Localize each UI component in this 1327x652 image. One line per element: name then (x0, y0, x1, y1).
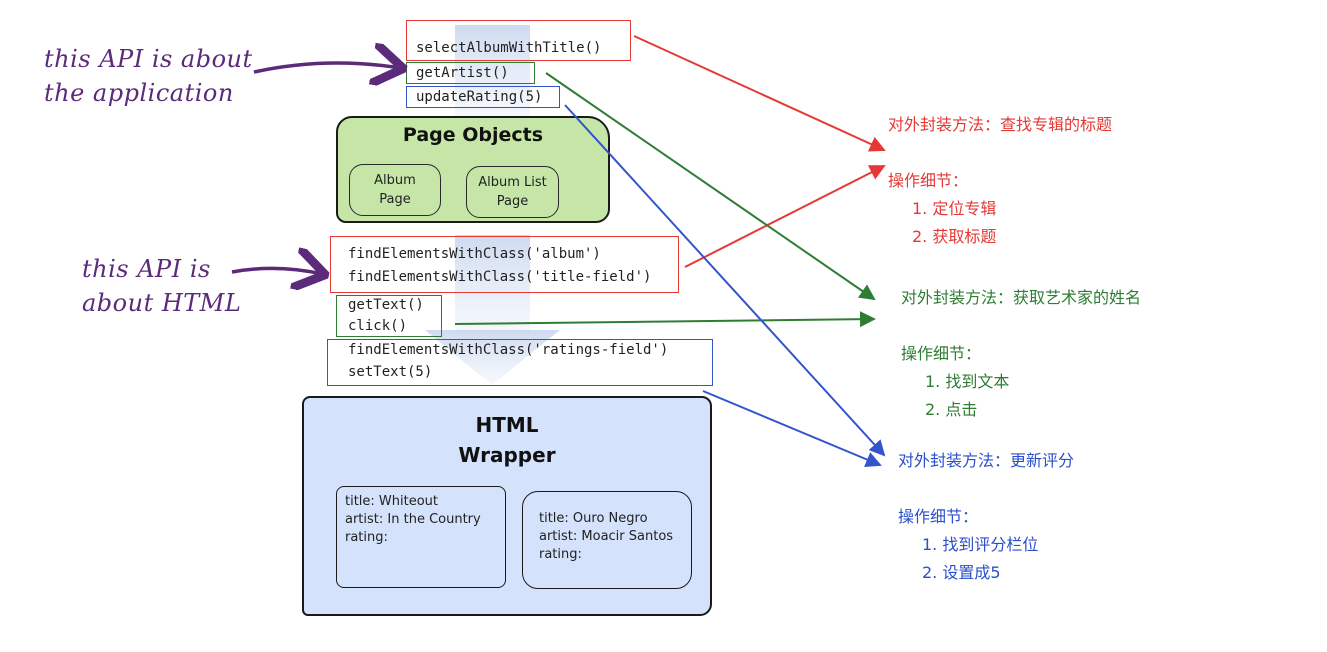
album-page-label: Page (379, 192, 411, 207)
detail-step: 1. 定位专辑 (912, 199, 997, 218)
html-wrapper-title-line: HTML (475, 413, 539, 437)
explanation-red-details: 操作细节： 1. 定位专辑 2. 获取标题 (888, 167, 996, 251)
arrow-red-app (633, 35, 886, 152)
arrow-red-html (684, 165, 886, 268)
record-title: title: Ouro Negro (539, 511, 648, 526)
record-rating: rating: (345, 530, 388, 545)
record-artist: artist: In the Country (345, 512, 481, 527)
annotation-line: this API is about (44, 45, 253, 73)
find-album-method: findElementsWithClass('album') (348, 246, 601, 262)
album-list-page-box: Album List Page (466, 166, 559, 218)
record-artist: artist: Moacir Santos (539, 529, 674, 544)
page-objects-box: Page Objects Album Page Album List Page (336, 116, 610, 223)
annotation-arrow (253, 63, 400, 72)
set-text-method: setText(5) (348, 364, 433, 380)
find-ratings-method: findElementsWithClass('ratings-field') (348, 342, 669, 358)
record-title: title: Whiteout (345, 494, 439, 509)
ratings-box: findElementsWithClass('ratings-field') s… (327, 339, 713, 386)
html-api-annotation: this API is about HTML (82, 252, 241, 320)
update-rating-method: updateRating(5) (416, 89, 543, 105)
html-wrapper-box: HTML Wrapper title: Whiteout artist: In … (302, 396, 712, 616)
annotation-line: this API is (82, 255, 211, 283)
click-method: click() (348, 318, 408, 334)
select-album-method: selectAlbumWithTitle() (416, 40, 602, 56)
get-text-click-box: getText() click() (336, 295, 442, 337)
annotation-arrow (231, 268, 322, 274)
html-wrapper-title-line: Wrapper (458, 443, 556, 467)
find-title-method: findElementsWithClass('title-field') (348, 269, 652, 285)
explanation-green-details: 操作细节： 1. 找到文本 2. 点击 (901, 340, 1009, 424)
explanation-red-method: 对外封装方法：查找专辑的标题 (888, 115, 1113, 134)
details-label: 操作细节： (901, 344, 982, 363)
details-label: 操作细节： (898, 507, 979, 526)
annotation-line: about HTML (82, 289, 242, 317)
page-objects-title: Page Objects (402, 124, 544, 146)
record-card: title: Whiteout artist: In the Country r… (336, 486, 506, 588)
app-api-annotation: this API is about the application (44, 42, 253, 110)
record-card: title: Ouro Negro artist: Moacir Santos … (522, 491, 692, 589)
find-title-box: findElementsWithClass('album') findEleme… (330, 236, 679, 293)
details-label: 操作细节： (888, 171, 969, 190)
select-album-box: selectAlbumWithTitle() (406, 20, 631, 61)
get-artist-method: getArtist() (416, 65, 509, 81)
html-wrapper-title: HTML Wrapper (304, 410, 710, 470)
annotation-line: the application (44, 79, 234, 107)
detail-step: 1. 找到评分栏位 (922, 535, 1039, 554)
detail-step: 2. 设置成5 (922, 563, 1001, 582)
album-page-box: Album Page (349, 164, 441, 216)
get-artist-box: getArtist() (406, 62, 535, 84)
detail-step: 2. 点击 (925, 400, 978, 419)
arrow-green-html (454, 311, 876, 328)
album-page-label: Album (374, 173, 416, 188)
explanation-blue-method: 对外封装方法：更新评分 (898, 451, 1075, 470)
update-rating-box: updateRating(5) (406, 86, 560, 108)
detail-step: 1. 找到文本 (925, 372, 1010, 391)
arrow-blue-html (702, 390, 882, 467)
album-list-page-label: Page (496, 194, 529, 209)
detail-step: 2. 获取标题 (912, 227, 997, 246)
get-text-method: getText() (348, 297, 424, 313)
explanation-blue-details: 操作细节： 1. 找到评分栏位 2. 设置成5 (898, 503, 1038, 587)
explanation-green-method: 对外封装方法：获取艺术家的姓名 (901, 288, 1142, 307)
album-list-page-label: Album List (478, 175, 547, 190)
record-rating: rating: (539, 547, 582, 562)
